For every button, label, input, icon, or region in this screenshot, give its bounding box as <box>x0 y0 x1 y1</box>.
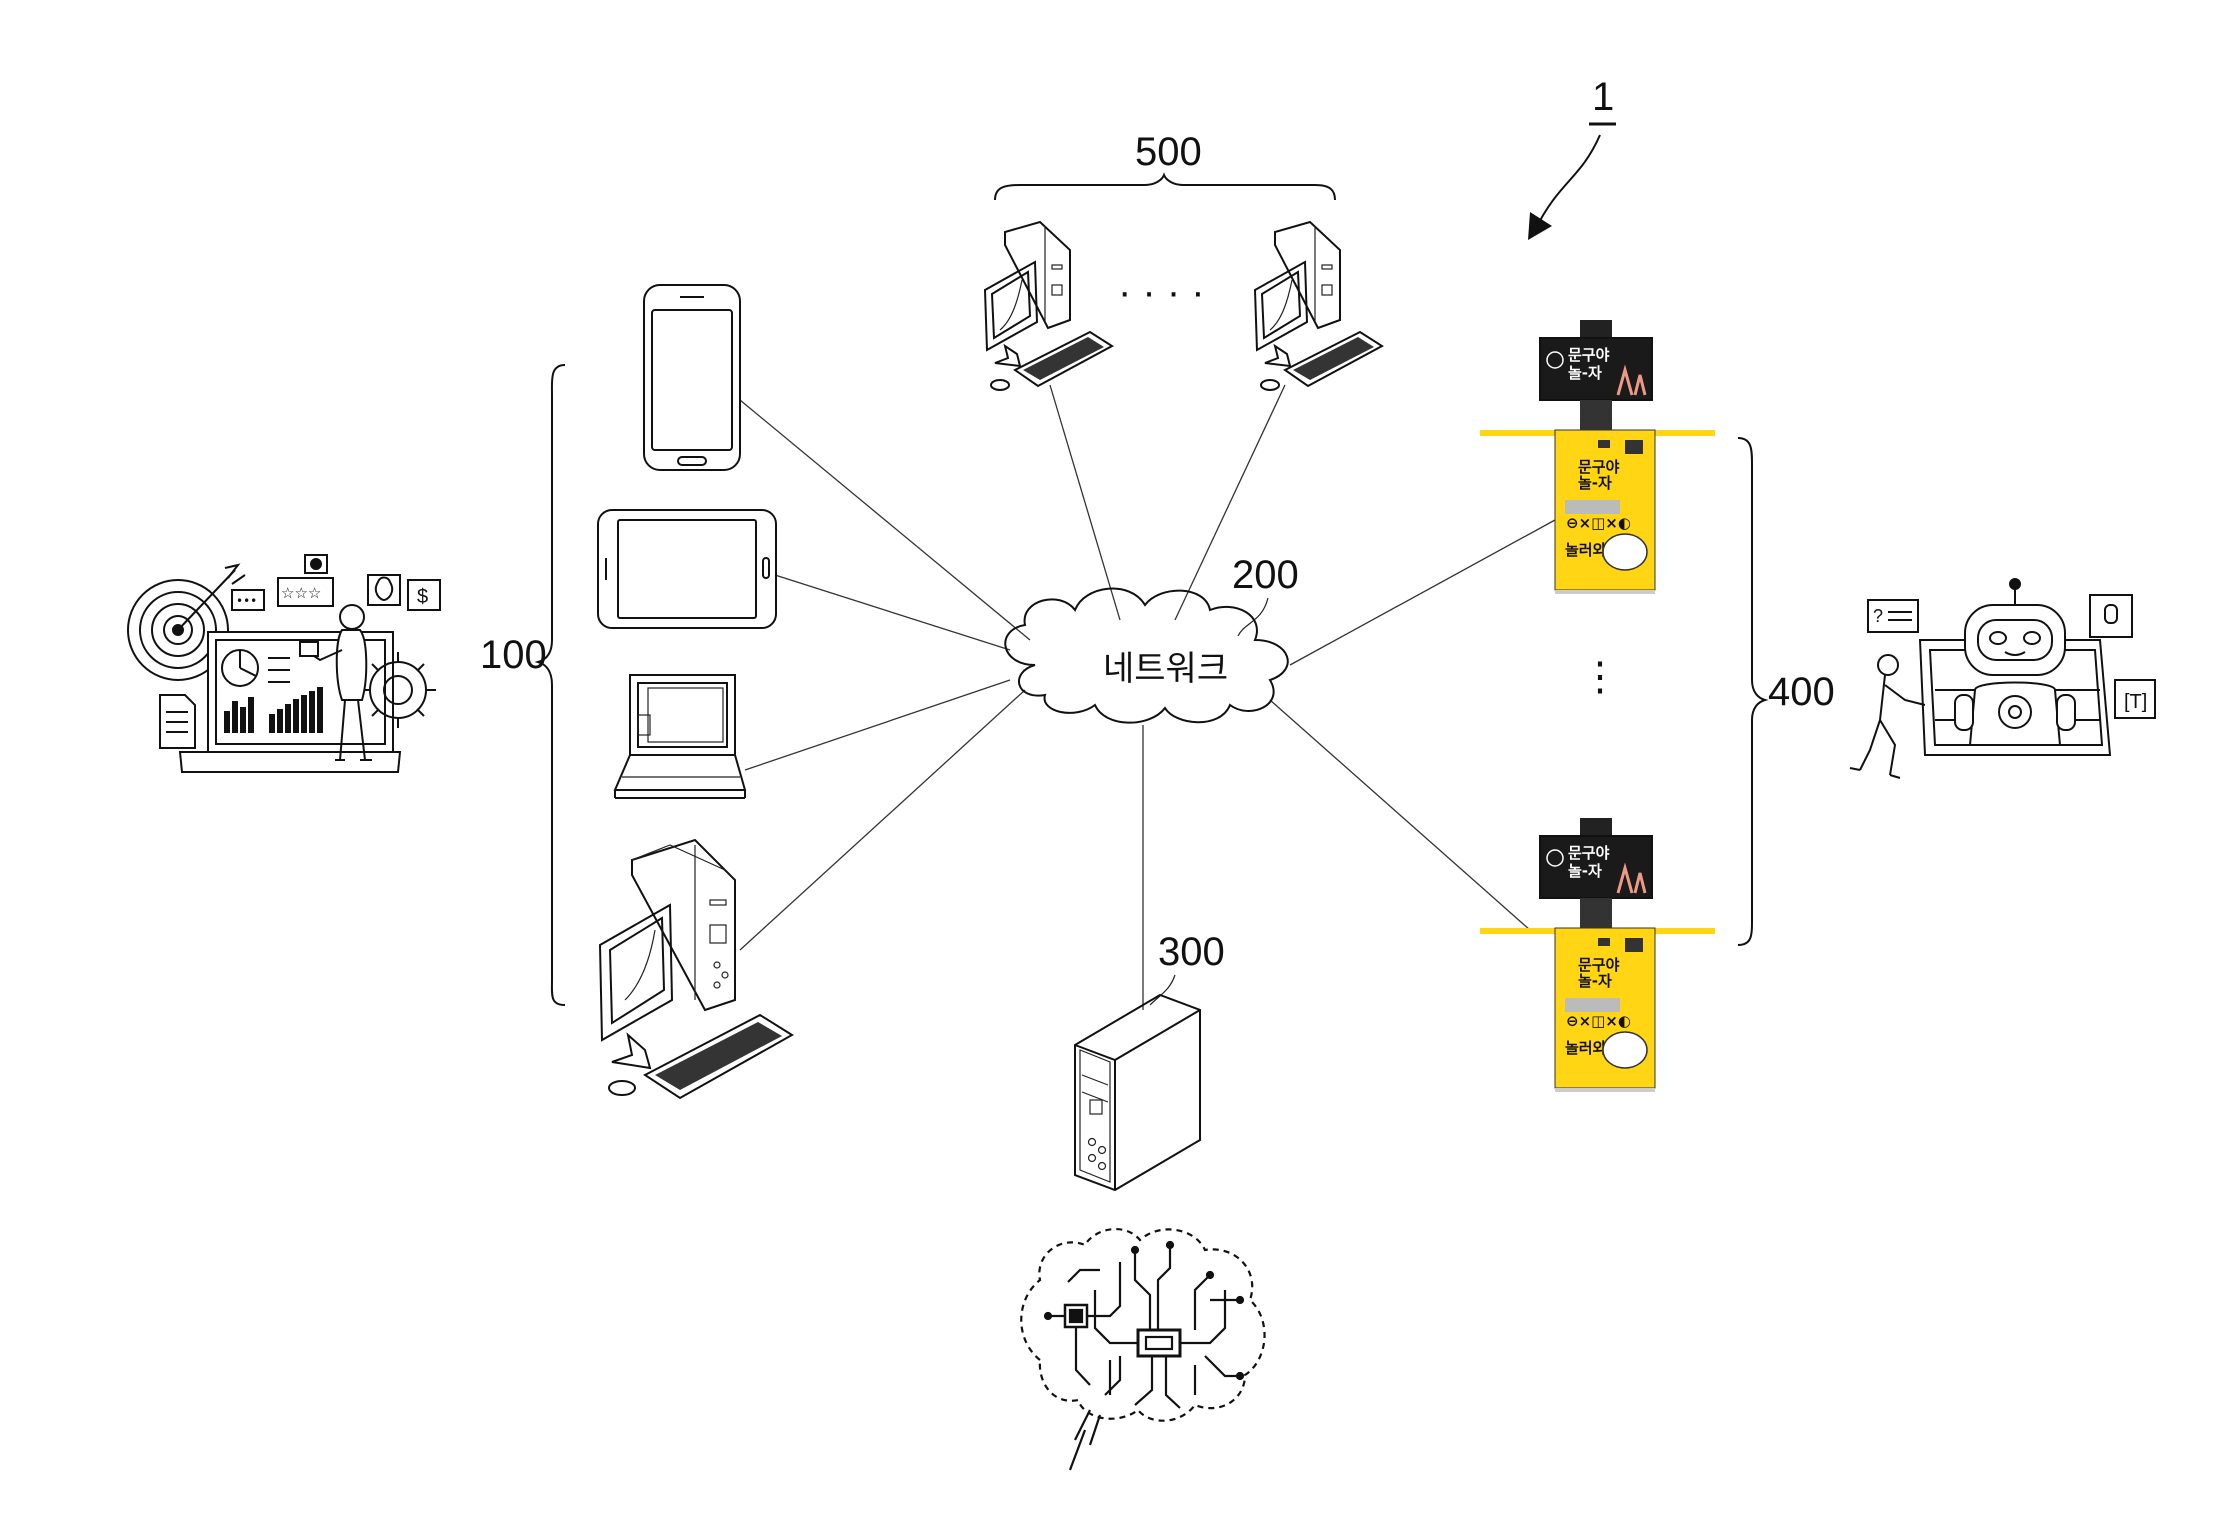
link-admin-1 <box>1049 384 1121 621</box>
arrowhead-icon <box>1528 212 1552 240</box>
ref-400: 400 <box>1768 670 1835 714</box>
server-group: 300 <box>1074 930 1225 1192</box>
brace-400 <box>1737 437 1769 946</box>
server-ref-leader <box>1149 974 1176 1006</box>
svg-text:☆☆☆: ☆☆☆ <box>281 584 321 602</box>
desktop-computer-icon <box>598 838 794 1100</box>
figure-ref-arrow <box>1534 134 1601 231</box>
admin-terminal-group: 500 · · · · <box>983 130 1384 391</box>
tablet-icon <box>597 509 777 629</box>
kiosk-body-text: 놀러와! <box>1565 541 1613 559</box>
ref-100: 100 <box>480 633 547 677</box>
svg-text:[T]: [T] <box>2124 691 2147 713</box>
kiosk-body-text: 놀-자 <box>1578 972 1612 990</box>
kiosk-icon: 문구야 놀-자 문구야 놀-자 ⊖×◫×◐ 놀러와! <box>1480 320 1715 594</box>
link-desktop <box>739 689 1026 951</box>
svg-text:⊖×◫×◐: ⊖×◫×◐ <box>1566 1012 1631 1030</box>
kiosk-icon: 문구야 놀-자 문구야 놀-자 ⊖×◫×◐ 놀러와! <box>1480 818 1715 1092</box>
kiosk-screen-text: 문구야 <box>1568 346 1610 364</box>
link-admin-2 <box>1174 384 1286 621</box>
svg-text:$: $ <box>417 586 428 608</box>
cloud-icon <box>1004 587 1289 724</box>
ai-brain-icon <box>1020 1227 1266 1471</box>
network-label: 네트워크 <box>1103 649 1228 689</box>
kiosk-body-text: 문구야 <box>1578 956 1620 974</box>
network-ref-leader <box>1237 597 1269 637</box>
admin-ellipsis: · · · · <box>1118 270 1205 314</box>
kiosk-body-text: 놀러와! <box>1565 1039 1613 1057</box>
link-kiosk-2 <box>1269 699 1531 931</box>
kiosk-group: 400 ⋮ 문구야 놀-자 문구야 놀-자 ⊖×◫×◐ 놀러와! <box>1480 320 1835 1092</box>
kiosk-screen-text: 문구야 <box>1568 844 1610 862</box>
svg-text:⊖×◫×◐: ⊖×◫×◐ <box>1566 514 1631 532</box>
svg-text:?: ? <box>1873 606 1883 626</box>
ref-500: 500 <box>1135 130 1202 174</box>
brace-100 <box>534 364 566 1006</box>
network-ref: 200 <box>1232 553 1299 597</box>
figure-reference: 1 <box>1528 75 1616 240</box>
figure-ref-number: 1 <box>1592 75 1614 119</box>
ref-300: 300 <box>1158 930 1225 974</box>
link-tablet <box>774 574 1011 651</box>
link-laptop <box>744 679 1011 771</box>
robot-icon: ? [T] <box>1849 578 2156 779</box>
kiosk-body-text: 문구야 <box>1578 458 1620 476</box>
smartphone-icon <box>643 284 741 471</box>
kiosk-screen-text: 놀-자 <box>1568 364 1602 382</box>
user-terminal-group: 100 <box>480 284 794 1100</box>
desktop-computer-icon <box>1253 220 1384 391</box>
server-icon <box>1074 993 1201 1192</box>
kiosk-ellipsis: ⋮ <box>1580 655 1620 699</box>
laptop-icon <box>613 674 747 799</box>
network-cloud: 네트워크 200 <box>1004 553 1299 724</box>
brace-500 <box>994 172 1336 201</box>
marketing-analytics-icon: ••• ☆☆☆ $ <box>127 554 441 773</box>
network-connections <box>739 384 1556 1010</box>
desktop-computer-icon <box>983 220 1114 391</box>
link-kiosk-1 <box>1289 519 1556 666</box>
kiosk-screen-text: 놀-자 <box>1568 862 1602 880</box>
link-smartphone <box>739 399 1031 641</box>
svg-text:•••: ••• <box>236 594 257 608</box>
kiosk-body-text: 놀-자 <box>1578 474 1612 492</box>
